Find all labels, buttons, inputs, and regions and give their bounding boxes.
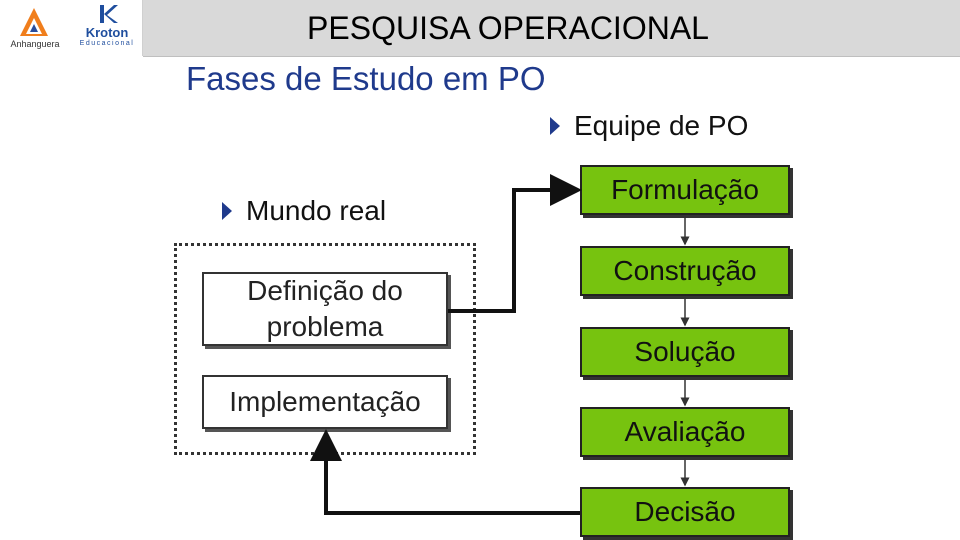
team-label: Equipe de PO [574,110,749,141]
step-problem-definition-line-1: Definição do [247,275,403,306]
step-formulation: Formulação [580,165,790,215]
bullet-triangle-icon [550,117,560,135]
arrow-icon [448,174,582,313]
arrow-icon [310,429,580,515]
anhanguera-logo-text: Anhanguera [10,39,60,49]
header-band [143,0,960,57]
anhanguera-logo-icon: Anhanguera [4,6,64,50]
kroton-logo-icon: Kroton Educacional [74,3,140,53]
step-evaluation: Avaliação [580,407,790,457]
step-decision: Decisão [580,487,790,537]
step-problem-definition: Definição do problema [202,272,448,346]
world-label: Mundo real [246,195,387,226]
step-solution: Solução [580,327,790,377]
bullet-team: Equipe de PO [550,110,748,142]
bullet-triangle-icon [222,202,232,220]
bullet-world: Mundo real [222,195,386,227]
step-problem-definition-line-2: problema [266,311,384,342]
slide-header: Anhanguera Kroton Educacional PESQUISA O… [0,0,960,57]
slide-heading: Fases de Estudo em PO [186,60,546,97]
page-title: PESQUISA OPERACIONAL [307,9,709,46]
step-implementation: Implementação [202,375,448,429]
step-construction: Construção [580,246,790,296]
kroton-logo-subtext: Educacional [79,40,135,47]
logo-area: Anhanguera Kroton Educacional [0,0,143,56]
kroton-logo-text: Kroton [85,25,129,40]
